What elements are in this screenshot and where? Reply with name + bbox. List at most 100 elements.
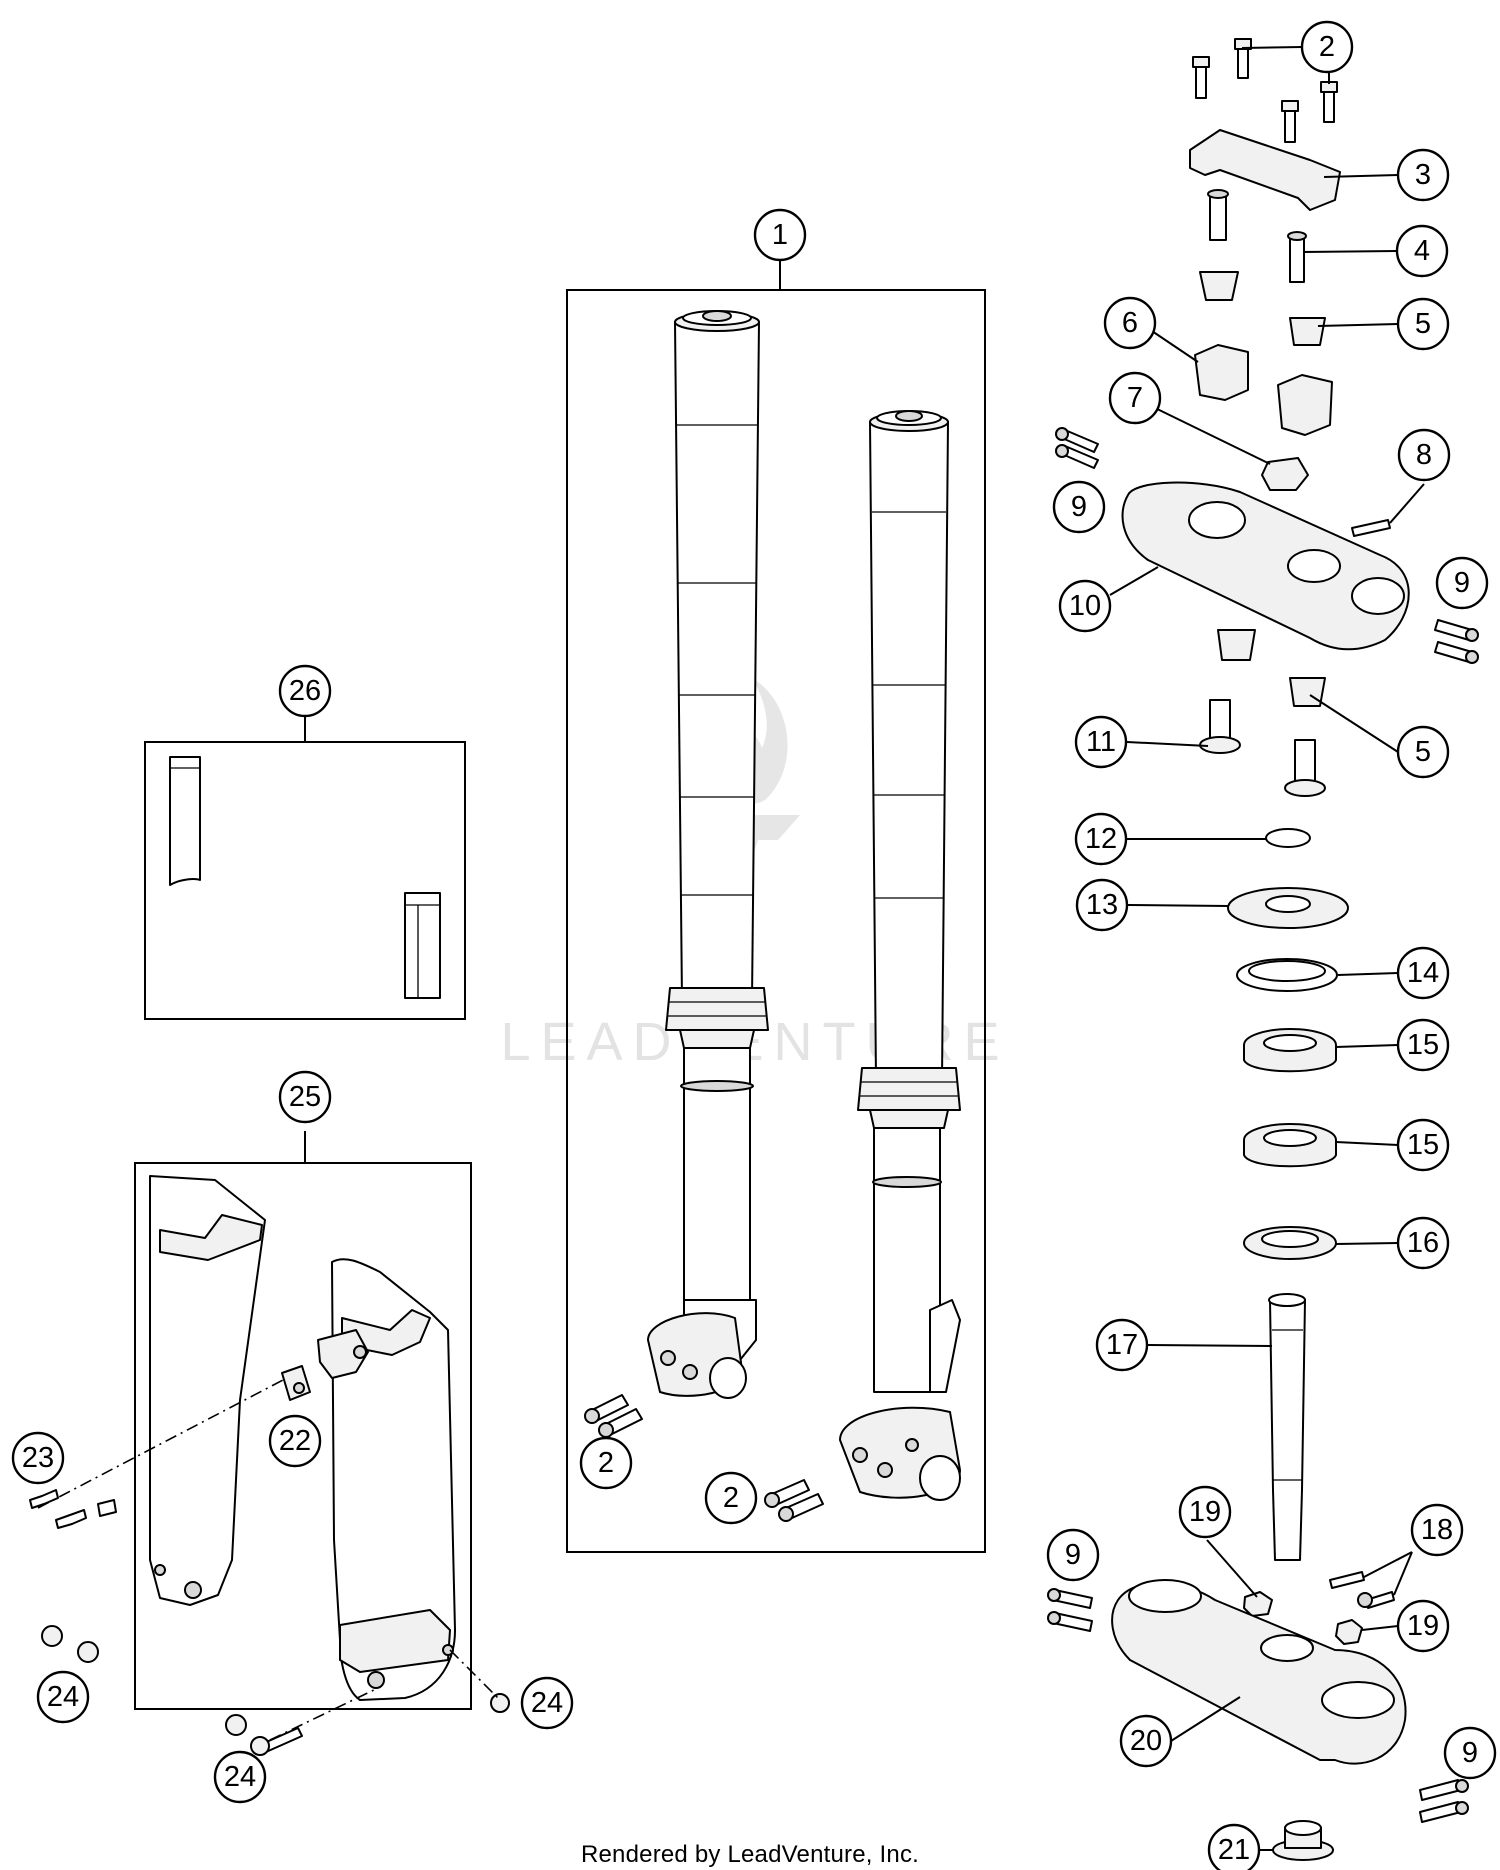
callout-5-lower[interactable]: 5: [1396, 725, 1450, 779]
side-bolts-9-lower: [1047, 1588, 1093, 1632]
callout-24-bottom[interactable]: 24: [213, 1750, 267, 1804]
callout-21[interactable]: 21: [1207, 1823, 1261, 1870]
svg-text:20: 20: [1130, 1725, 1162, 1757]
callout-6[interactable]: 6: [1103, 296, 1157, 350]
nut-19-a: [1243, 1591, 1273, 1617]
svg-text:9: 9: [1462, 1737, 1478, 1769]
dust-seal-13: [1227, 887, 1349, 929]
callout-12[interactable]: 12: [1074, 812, 1128, 866]
callout-16[interactable]: 16: [1396, 1216, 1450, 1270]
fork-guard-left: [149, 1175, 266, 1606]
bearing-15-lower: [1243, 1123, 1337, 1168]
svg-text:12: 12: [1085, 823, 1117, 855]
guard-screws-24: [41, 1625, 510, 1756]
callout-5-upper[interactable]: 5: [1396, 297, 1450, 351]
svg-text:2: 2: [1319, 31, 1335, 63]
svg-text:13: 13: [1086, 889, 1118, 921]
svg-text:7: 7: [1127, 382, 1143, 414]
nut-19-b: [1335, 1619, 1363, 1645]
callout-2-fork-right[interactable]: 2: [704, 1471, 758, 1525]
svg-text:24: 24: [224, 1761, 256, 1793]
callout-13[interactable]: 13: [1075, 878, 1129, 932]
side-bolts-9-bottom: [1419, 1779, 1469, 1823]
bushing-upper-right: [1289, 317, 1326, 346]
guard-clip-22: [281, 1365, 311, 1401]
svg-text:5: 5: [1415, 736, 1431, 768]
svg-text:15: 15: [1407, 1129, 1439, 1161]
callout-9-upper-right[interactable]: 9: [1435, 556, 1489, 610]
top-nut-21: [1272, 1820, 1334, 1861]
callout-4[interactable]: 4: [1395, 224, 1449, 278]
handlebar-clamp-bottom-left: [1194, 344, 1249, 401]
callout-26[interactable]: 26: [278, 664, 332, 718]
svg-text:9: 9: [1454, 567, 1470, 599]
handlebar-clamp-bottom-right: [1277, 374, 1333, 436]
callout-20[interactable]: 20: [1119, 1714, 1173, 1768]
svg-text:6: 6: [1122, 307, 1138, 339]
protector-pad-1: [169, 756, 201, 886]
svg-text:10: 10: [1069, 590, 1101, 622]
callout-7[interactable]: 7: [1108, 371, 1162, 425]
side-bolts-9-upper: [1055, 427, 1099, 469]
svg-text:9: 9: [1065, 1539, 1081, 1571]
svg-text:24: 24: [531, 1687, 563, 1719]
callout-3[interactable]: 3: [1396, 148, 1450, 202]
svg-text:19: 19: [1407, 1610, 1439, 1642]
callout-15-lower[interactable]: 15: [1396, 1118, 1450, 1172]
protector-pad-2: [404, 892, 441, 999]
callout-24-right[interactable]: 24: [520, 1676, 574, 1730]
callout-9-upper-left[interactable]: 9: [1052, 480, 1106, 534]
callout-24-left[interactable]: 24: [36, 1670, 90, 1724]
svg-text:21: 21: [1218, 1834, 1250, 1866]
callout-9-bottom-right[interactable]: 9: [1443, 1726, 1497, 1780]
callout-17[interactable]: 17: [1095, 1318, 1149, 1372]
seal-ring-14: [1236, 958, 1338, 992]
handlebar-clamp-bolts: [1192, 38, 1338, 143]
svg-text:4: 4: [1414, 235, 1430, 267]
callout-2-top[interactable]: 2: [1300, 20, 1354, 74]
svg-text:23: 23: [22, 1442, 54, 1474]
callout-23[interactable]: 23: [11, 1431, 65, 1485]
sleeve-11b: [1284, 739, 1326, 797]
svg-text:22: 22: [279, 1425, 311, 1457]
callout-15-upper[interactable]: 15: [1396, 1018, 1450, 1072]
svg-text:1: 1: [772, 219, 788, 251]
svg-text:8: 8: [1416, 439, 1432, 471]
callout-2-fork-left[interactable]: 2: [579, 1436, 633, 1490]
footer-credit: Rendered by LeadVenture, Inc.: [580, 1841, 920, 1868]
seal-ring-16: [1243, 1226, 1337, 1260]
callout-22[interactable]: 22: [268, 1414, 322, 1468]
stem-nut-7: [1261, 457, 1309, 491]
washer-12: [1265, 828, 1311, 848]
callout-10[interactable]: 10: [1058, 579, 1112, 633]
callout-25[interactable]: 25: [278, 1070, 332, 1124]
svg-text:26: 26: [289, 675, 321, 707]
sleeve-11: [1199, 699, 1241, 754]
callout-14[interactable]: 14: [1396, 946, 1450, 1000]
fork-guard-right: [331, 1258, 456, 1701]
svg-text:25: 25: [289, 1081, 321, 1113]
handlebar-clamp-top: [1189, 129, 1341, 211]
callout-9-lower-left[interactable]: 9: [1046, 1528, 1100, 1582]
callout-19-right[interactable]: 19: [1396, 1599, 1450, 1653]
svg-text:14: 14: [1407, 957, 1439, 989]
fork-leg-right: [839, 410, 961, 1501]
callout-19-upper[interactable]: 19: [1178, 1485, 1232, 1539]
svg-text:15: 15: [1407, 1029, 1439, 1061]
callout-1[interactable]: 1: [753, 208, 807, 262]
callout-8[interactable]: 8: [1397, 428, 1451, 482]
clamp-mount-bolts: [1207, 189, 1307, 283]
svg-text:17: 17: [1106, 1329, 1138, 1361]
upper-triple-clamp: [1121, 481, 1410, 651]
side-bolts-9-right: [1434, 619, 1479, 664]
pinch-bolt-8: [1351, 519, 1391, 537]
svg-text:16: 16: [1407, 1227, 1439, 1259]
callout-11[interactable]: 11: [1074, 715, 1128, 769]
svg-text:18: 18: [1421, 1514, 1453, 1546]
bearing-15-upper: [1243, 1028, 1337, 1073]
group-box-fork-assembly: [566, 289, 986, 1553]
brake-line-holder: [317, 1329, 369, 1379]
svg-text:11: 11: [1086, 726, 1116, 758]
callout-18[interactable]: 18: [1410, 1503, 1464, 1557]
svg-text:19: 19: [1189, 1496, 1221, 1528]
